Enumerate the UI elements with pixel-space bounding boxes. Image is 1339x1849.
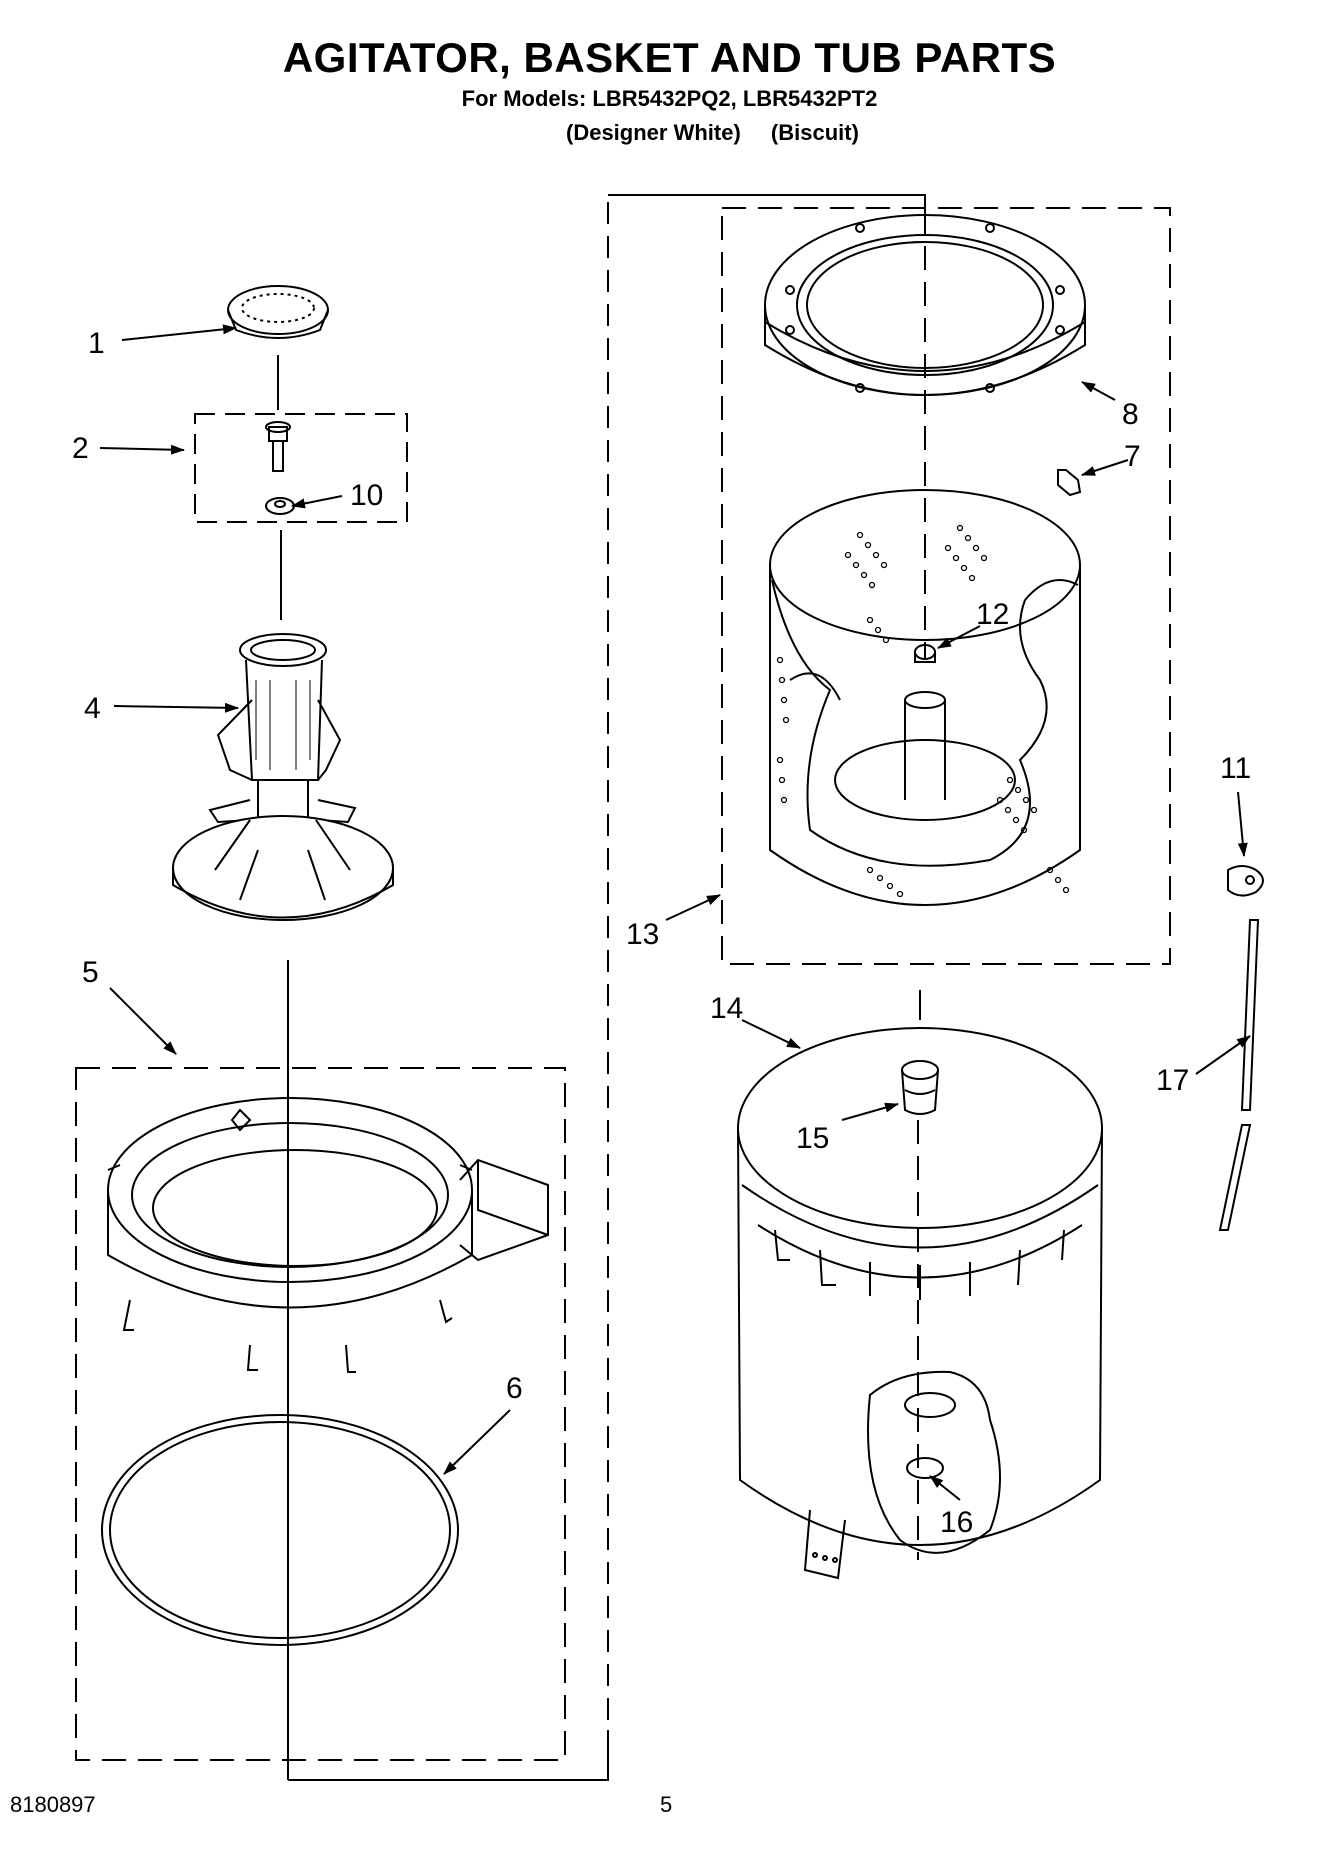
callout-2: 2 [72, 432, 89, 465]
color-variants: (Designer White) (Biscuit) [566, 120, 883, 146]
callout-6: 6 [506, 1372, 523, 1405]
basket-part [769, 489, 1081, 906]
callout-16: 16 [940, 1506, 973, 1539]
callout-17: 17 [1156, 1064, 1189, 1097]
leader-2 [99, 444, 185, 455]
bolt-part [265, 421, 291, 472]
callout-7: 7 [1124, 440, 1141, 473]
leader-17 [1195, 1035, 1251, 1075]
basket-perforations [776, 524, 1070, 898]
callout-4: 4 [84, 692, 101, 725]
variant-biscuit: (Biscuit) [770, 120, 859, 145]
hose-connector-part [1227, 865, 1264, 897]
callout-8: 8 [1122, 398, 1139, 431]
tub-seal-part [901, 1060, 939, 1115]
callout-12: 12 [976, 598, 1009, 631]
basket-ring-part [764, 214, 1086, 396]
leader-10 [291, 495, 343, 509]
leader-13 [665, 894, 721, 921]
leader-16 [929, 1475, 961, 1501]
connector-top [608, 194, 926, 210]
leader-15 [841, 1102, 899, 1121]
page-title: AGITATOR, BASKET AND TUB PARTS [282, 34, 1057, 81]
leader-4 [113, 702, 239, 713]
leader-1 [121, 324, 237, 341]
outer-tub-part [737, 1027, 1103, 1580]
group-box-13 [721, 207, 1171, 965]
agitator-cap-part [227, 285, 329, 339]
leader-5 [109, 987, 177, 1055]
connector-bottom [288, 1730, 609, 1781]
washer-part [265, 497, 295, 515]
document-number: 8180897 [10, 1792, 96, 1817]
ring-assembly-part [107, 1097, 549, 1373]
group-box-5 [75, 1067, 566, 1761]
callout-5: 5 [82, 956, 99, 989]
agitator-part [172, 633, 394, 921]
variant-designer-white: (Designer White) [566, 120, 741, 145]
leader-8 [1081, 381, 1116, 401]
leader-12 [937, 625, 981, 649]
leader-14 [741, 1019, 801, 1049]
page-number: 5 [660, 1792, 673, 1817]
models-subtitle: For Models: LBR5432PQ2, LBR5432PT2 [461, 86, 878, 111]
leader-11 [1237, 791, 1248, 857]
leader-arrows [99, 324, 1251, 1501]
hose-part [1218, 919, 1260, 1231]
drive-ring-part [101, 1414, 459, 1646]
clip-part [1057, 469, 1082, 497]
leader-6 [443, 1409, 511, 1475]
callout-10: 10 [350, 479, 383, 512]
callout-15: 15 [796, 1122, 829, 1155]
callout-11: 11 [1220, 752, 1251, 785]
leader-7 [1081, 459, 1129, 476]
callout-14: 14 [710, 992, 743, 1025]
callout-13: 13 [626, 918, 659, 951]
group-box-2 [194, 413, 408, 523]
callout-1: 1 [88, 327, 105, 360]
